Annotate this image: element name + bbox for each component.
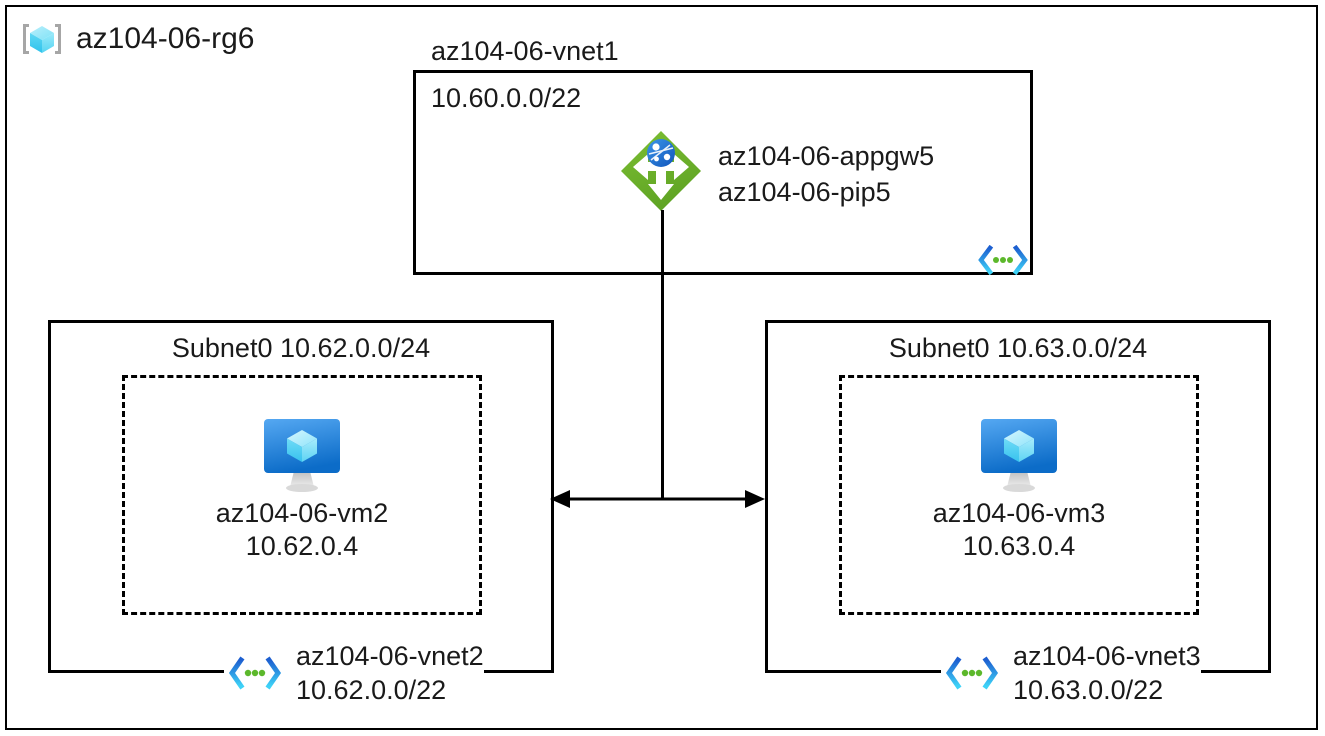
vnet3-subnet-dashed-box — [839, 375, 1199, 615]
application-gateway-icon — [618, 128, 704, 219]
vnet2-subnet-title: Subnet0 10.62.0.0/24 — [171, 333, 431, 363]
app-gateway-node[interactable]: az104-06-appgw5 az104-06-pip5 — [618, 128, 934, 219]
vnet1-name-label: az104-06-vnet1 — [431, 36, 619, 66]
vnet2-peering-labels: az104-06-vnet2 10.62.0.0/22 — [286, 639, 484, 707]
vnet3-peering-badge[interactable]: az104-06-vnet3 10.63.0.0/22 — [941, 639, 1201, 707]
vnet3-name: az104-06-vnet3 — [1013, 641, 1201, 671]
vnet3-peering-labels: az104-06-vnet3 10.63.0.0/22 — [1003, 639, 1201, 707]
resource-group-header: az104-06-rg6 — [20, 19, 254, 59]
vnet2-address-space: 10.62.0.0/22 — [296, 675, 447, 705]
vnet2-name: az104-06-vnet2 — [296, 641, 484, 671]
vm3-node[interactable]: az104-06-vm3 10.63.0.4 — [899, 413, 1139, 563]
vm3-name: az104-06-vm3 — [932, 498, 1106, 528]
vertical-line-connector — [661, 210, 664, 499]
resource-group-cube-icon — [20, 19, 64, 59]
vm2-name: az104-06-vm2 — [215, 498, 389, 528]
vnet3-peering-icon — [941, 656, 1003, 690]
vnet3-subnet-title: Subnet0 10.63.0.0/24 — [888, 333, 1148, 363]
vnet2-peering-icon — [224, 656, 286, 690]
vnet1-address-space: 10.60.0.0/22 — [431, 83, 582, 113]
app-gateway-public-ip: az104-06-pip5 — [718, 176, 891, 207]
virtual-machine-icon — [973, 413, 1065, 497]
vnet2-subnet-dashed-box — [122, 375, 482, 615]
vm2-ip: 10.62.0.4 — [245, 531, 359, 561]
vm3-ip: 10.63.0.4 — [962, 531, 1076, 561]
app-gateway-name: az104-06-appgw5 — [718, 140, 935, 171]
resource-group-frame — [5, 5, 1318, 730]
vnet3-address-space: 10.63.0.0/22 — [1013, 675, 1164, 705]
bidirectional-arrow-connector — [550, 483, 765, 520]
app-gateway-labels: az104-06-appgw5 az104-06-pip5 — [718, 138, 934, 210]
vnet2-peering-badge[interactable]: az104-06-vnet2 10.62.0.0/22 — [224, 639, 484, 707]
virtual-machine-icon — [256, 413, 348, 497]
vnet1-box — [413, 70, 1033, 275]
resource-group-name: az104-06-rg6 — [76, 22, 255, 55]
vnet1-peering-icon — [977, 245, 1029, 275]
vm2-node[interactable]: az104-06-vm2 10.62.0.4 — [182, 413, 422, 563]
